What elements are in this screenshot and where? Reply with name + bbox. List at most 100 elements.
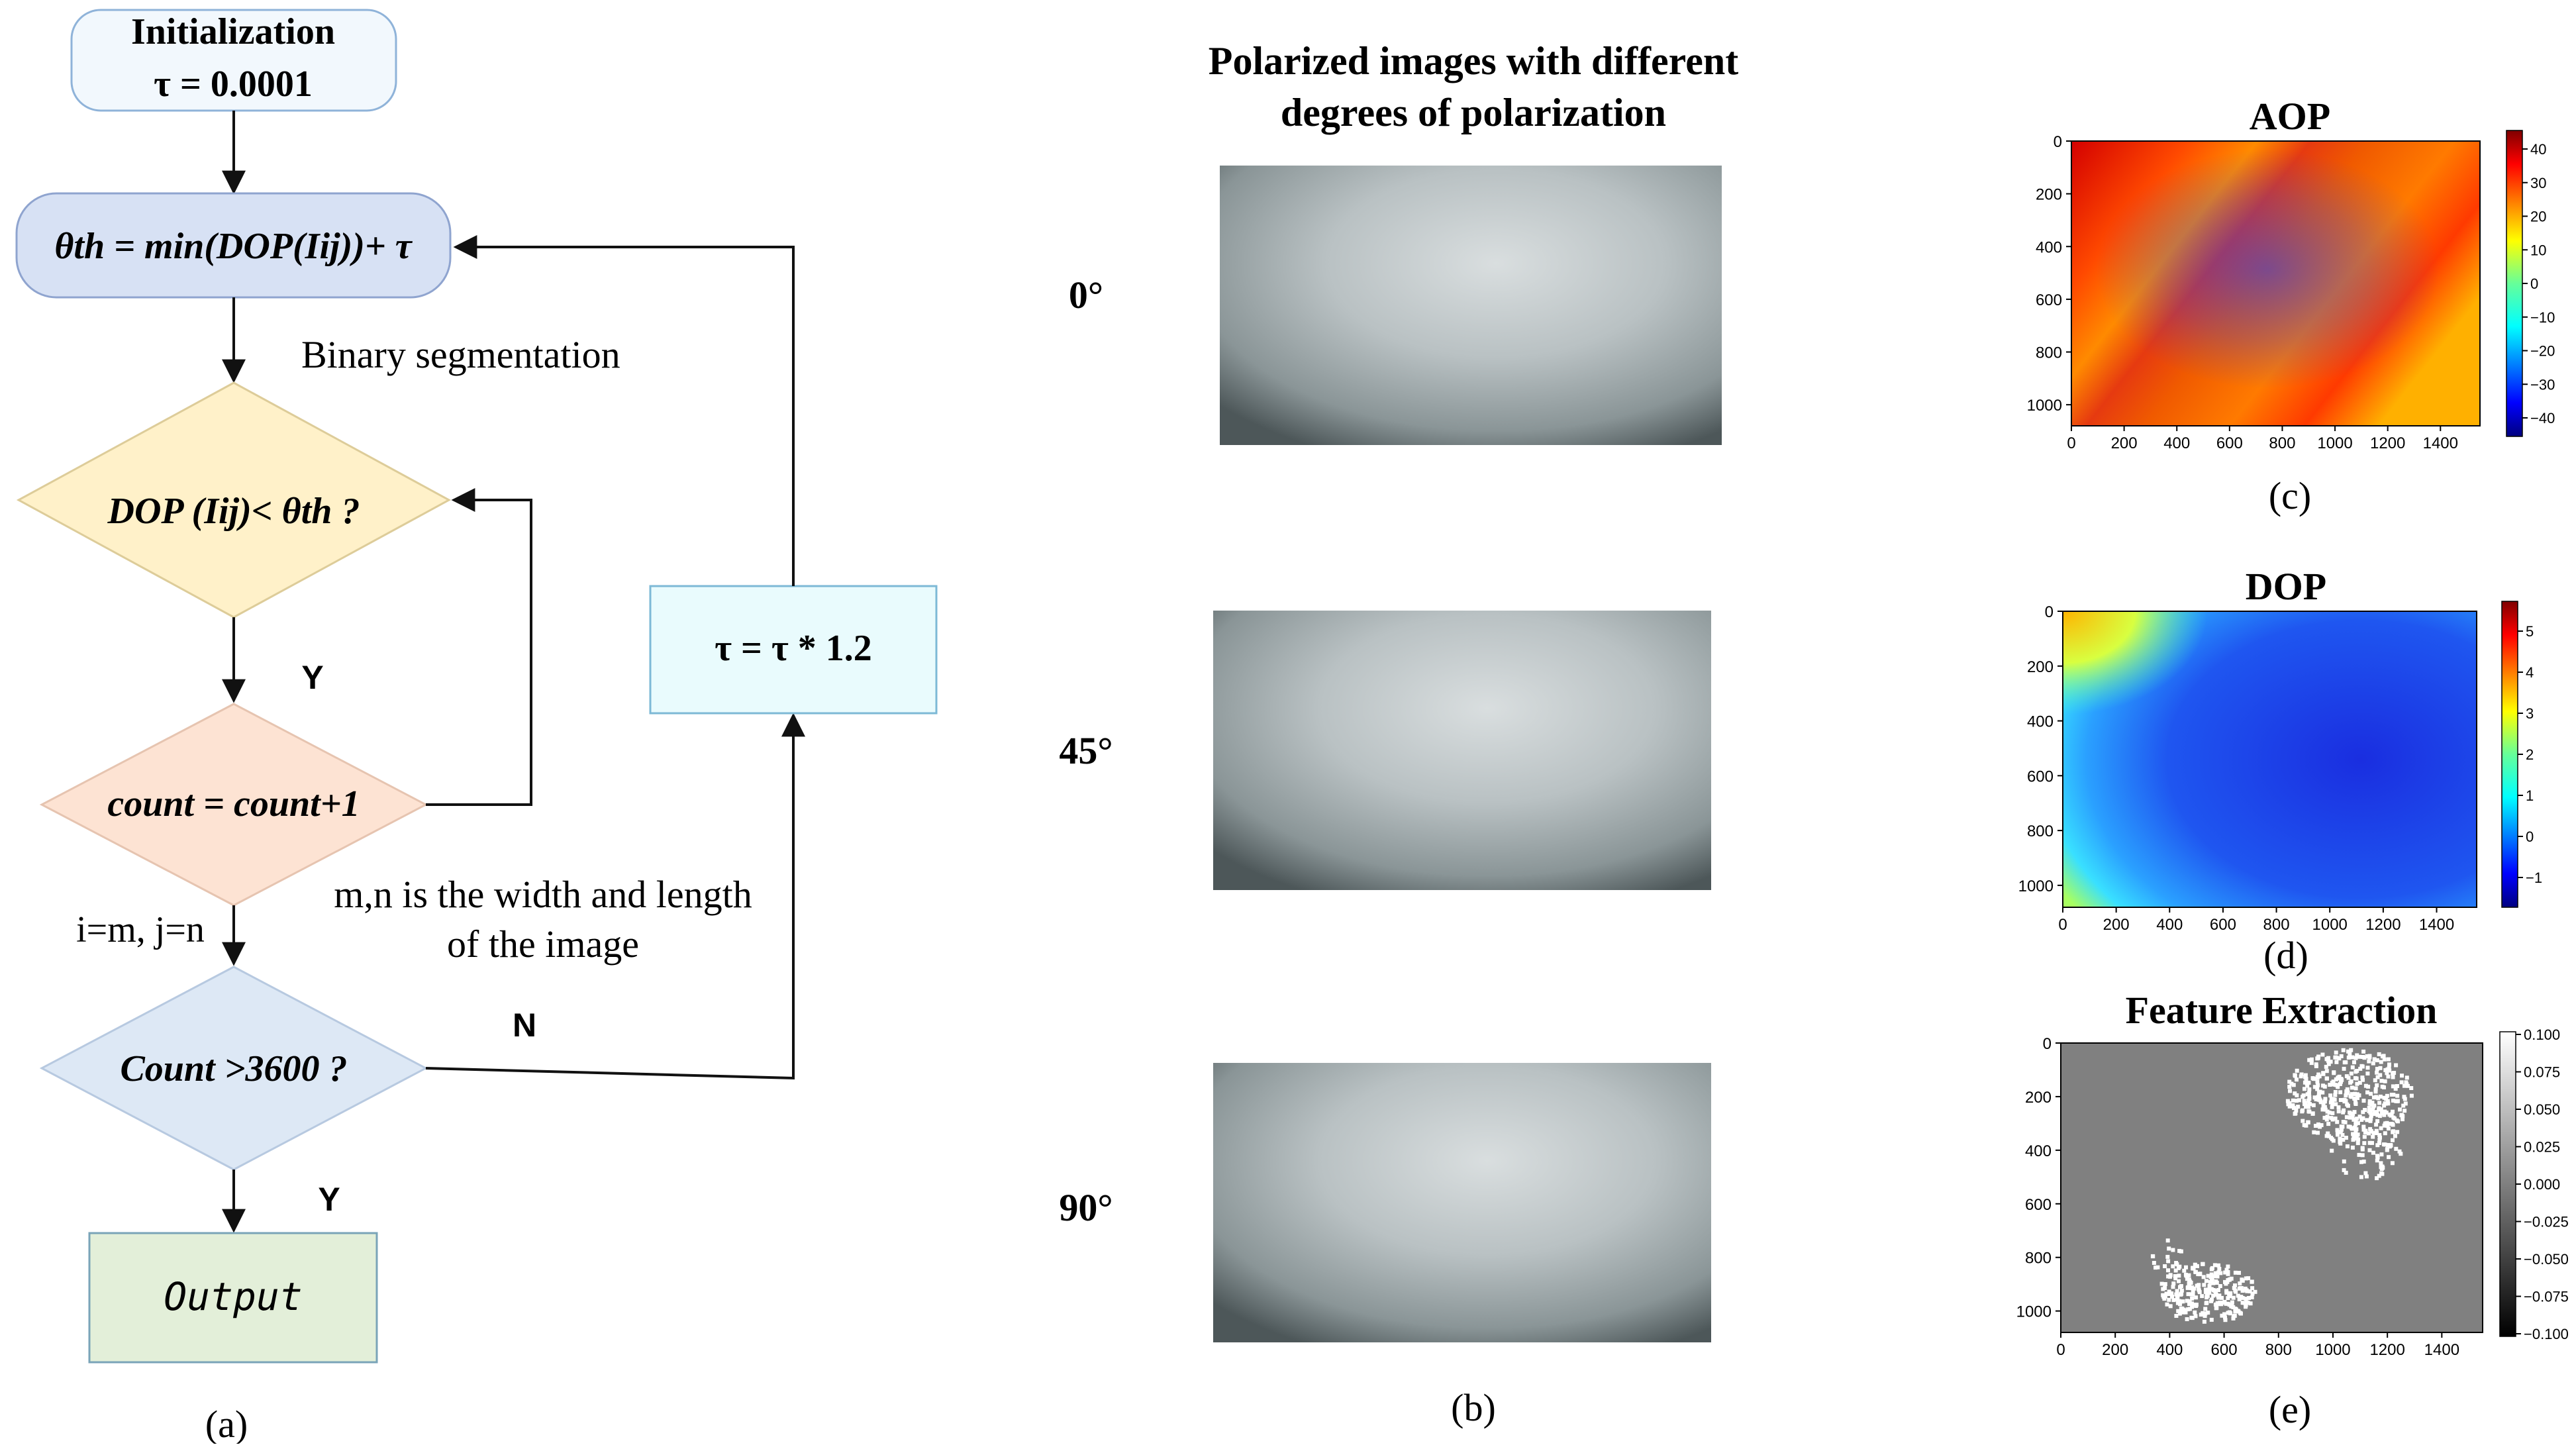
feature-point [2359,1160,2363,1164]
dop-x-tick-label: 600 [2210,916,2236,934]
images-title-line1: Polarized images with different [1209,39,1738,83]
feature-point [2244,1276,2248,1281]
feature-point [2401,1103,2406,1108]
feature-map [2061,1043,2483,1332]
feature-point [2301,1119,2305,1123]
feature-point [2222,1312,2227,1317]
feature-point [2173,1268,2178,1273]
feature-point [2206,1311,2210,1315]
feature-point [2163,1282,2167,1286]
feature-point [2197,1287,2201,1291]
feature-point [2350,1055,2355,1060]
feature-point [2175,1262,2179,1267]
feature-point [2371,1061,2375,1066]
feature-x-tick-label: 200 [2102,1341,2128,1359]
feature-point [2333,1117,2338,1121]
polarized-image-0 [1220,166,1722,445]
feature-point [2373,1078,2377,1083]
feature-point [2358,1066,2363,1071]
count-step-text: count = count+1 [107,783,360,824]
feature-point [2331,1138,2336,1143]
feature-y-tick-label: 200 [2025,1089,2052,1107]
feature-point [2361,1077,2365,1082]
feature-point [2394,1146,2399,1151]
dop-title: DOP [2246,565,2326,608]
feature-point [2192,1286,2197,1291]
feature-point [2367,1140,2372,1145]
feature-point [2174,1314,2179,1318]
feature-point [2316,1083,2320,1087]
feature-colorbar-tick-label: 0.075 [2524,1064,2560,1081]
feature-point [2378,1094,2383,1099]
feature-point [2376,1096,2381,1101]
feature-point [2324,1069,2329,1073]
feature-point [2397,1149,2402,1154]
feature-point [2370,1101,2375,1105]
feature-point [2377,1173,2381,1178]
feature-point [2355,1092,2359,1097]
feature-point [2216,1288,2220,1292]
feature-point [2191,1289,2195,1293]
feature-point [2220,1313,2224,1318]
feature-point [2210,1266,2214,1270]
feature-point [2230,1300,2234,1305]
feature-point [2237,1271,2241,1275]
feature-point [2159,1281,2164,1286]
dop-colorbar-tick-label: 5 [2526,623,2534,640]
aop-colorbar-tick-label: 40 [2530,141,2546,158]
feature-point [2375,1067,2379,1071]
dop-y-tick-label: 0 [2045,603,2054,621]
feature-point [2213,1274,2218,1278]
feature-point [2373,1087,2378,1091]
feature-point [2361,1160,2366,1164]
feature-point [2239,1286,2244,1290]
feature-point [2178,1302,2182,1307]
feature-point [2337,1056,2342,1061]
feature-point [2338,1082,2342,1086]
feature-point [2346,1056,2351,1060]
feature-point [2308,1102,2312,1107]
feature-point [2210,1276,2214,1281]
feature-point [2334,1060,2339,1064]
feature-point [2385,1099,2390,1103]
feature-point [2315,1056,2320,1061]
feature-x-tick-label: 1000 [2315,1341,2350,1359]
feature-point [2386,1101,2391,1106]
feature-point [2232,1313,2237,1318]
feature-point [2375,1143,2380,1148]
feature-x-tick-label: 1200 [2369,1341,2404,1359]
feature-point [2378,1135,2382,1140]
feature-point [2373,1110,2377,1115]
feature-point [2179,1292,2183,1297]
feature-point [2350,1126,2355,1131]
feature-x-tick-label: 800 [2265,1341,2292,1359]
feature-point [2379,1152,2384,1157]
polarized-image-45 [1213,611,1711,890]
feature-point [2409,1093,2414,1098]
feature-point [2329,1116,2334,1121]
no-label: N [513,1007,536,1044]
feature-point [2322,1099,2327,1104]
feature-point [2213,1271,2218,1275]
feature-colorbar [2499,1031,2516,1337]
feature-point [2187,1307,2192,1311]
feature-point [2336,1109,2341,1114]
feature-point [2355,1117,2359,1121]
panel-label-e: (e) [2269,1388,2311,1431]
feature-point [2362,1141,2367,1146]
feature-point [2167,1292,2171,1296]
aop-colorbar-tick-label: −10 [2530,309,2555,326]
feature-point [2377,1107,2381,1112]
feature-point [2318,1089,2322,1094]
feature-point [2326,1122,2331,1126]
feature-point [2297,1098,2301,1103]
feature-point [2348,1115,2352,1120]
feature-point [2367,1059,2371,1064]
feature-point [2316,1072,2321,1077]
panel-label-c: (c) [2269,474,2311,517]
feature-colorbar-tick-label: 0.000 [2524,1176,2560,1193]
feature-point [2295,1099,2299,1103]
feature-point [2206,1273,2210,1278]
